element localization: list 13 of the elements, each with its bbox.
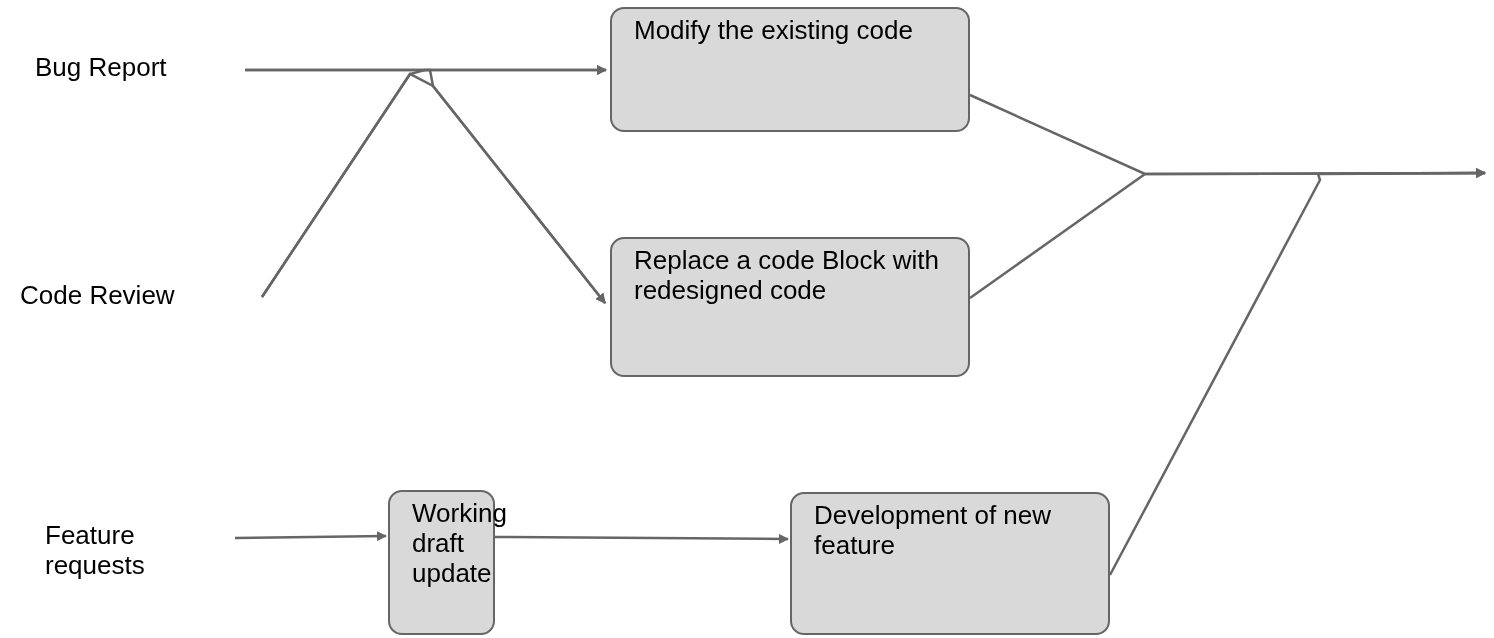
box-text: Modify the existing code — [634, 15, 913, 45]
arrow — [495, 533, 789, 544]
box-text: Replace a code Block with redesigned code — [634, 245, 940, 305]
input-label: Code Review — [20, 280, 235, 310]
arrow — [1108, 168, 1486, 576]
input-label: Feature requests — [45, 520, 195, 580]
process-box — [610, 7, 970, 132]
process-box — [610, 237, 970, 377]
input-label: Bug Report — [35, 52, 235, 82]
box-text: Development of new feature — [814, 500, 1053, 560]
arrow — [235, 531, 387, 542]
process-box — [790, 492, 1110, 635]
box-text: Working draft update — [412, 498, 507, 588]
